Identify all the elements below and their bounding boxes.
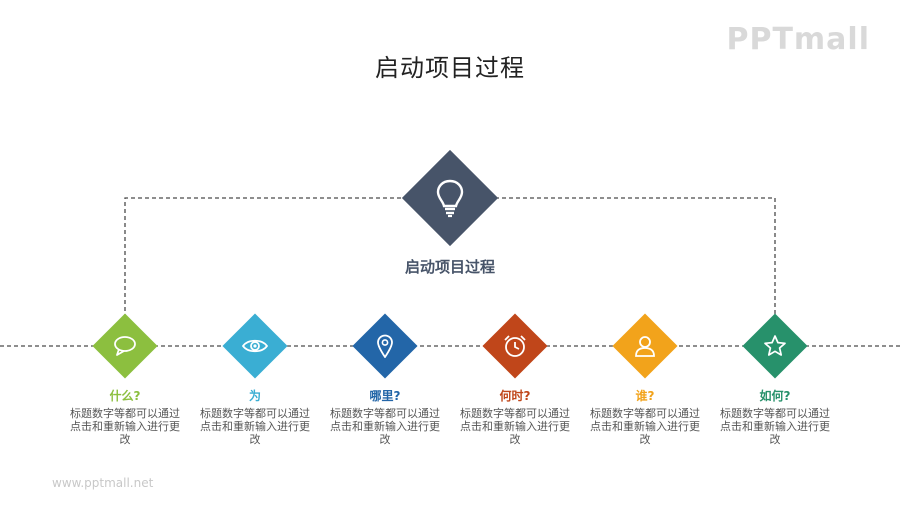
alarm-clock-icon (500, 331, 530, 361)
speech-bubble-icon (110, 331, 140, 361)
lightbulb-icon (425, 172, 475, 224)
step-desc-who: 标题数字等都可以通过点击和重新输入进行更改 (590, 407, 700, 446)
center-label: 启动项目过程 (404, 258, 495, 276)
step-desc-how: 标题数字等都可以通过点击和重新输入进行更改 (720, 407, 830, 446)
step-desc-what: 标题数字等都可以通过点击和重新输入进行更改 (70, 407, 180, 446)
step-desc-when: 标题数字等都可以通过点击和重新输入进行更改 (460, 407, 570, 446)
step-desc-why: 标题数字等都可以通过点击和重新输入进行更改 (200, 407, 310, 446)
eye-icon (240, 331, 270, 361)
star-icon (760, 331, 790, 361)
step-title-when: 何时? (499, 389, 531, 403)
step-title-what: 什么? (109, 389, 141, 403)
step-title-how: 如何? (759, 389, 791, 403)
page-title: 启动项目过程 (375, 54, 525, 82)
step-title-why: 为 (248, 389, 261, 403)
person-icon (630, 331, 660, 361)
step-title-who: 谁? (635, 389, 655, 403)
location-pin-icon (370, 331, 400, 361)
footer-url: www.pptmall.net (52, 476, 154, 490)
step-title-where: 哪里? (369, 389, 401, 403)
step-desc-where: 标题数字等都可以通过点击和重新输入进行更改 (330, 407, 440, 446)
brand-logo: PPTmall (726, 22, 870, 57)
